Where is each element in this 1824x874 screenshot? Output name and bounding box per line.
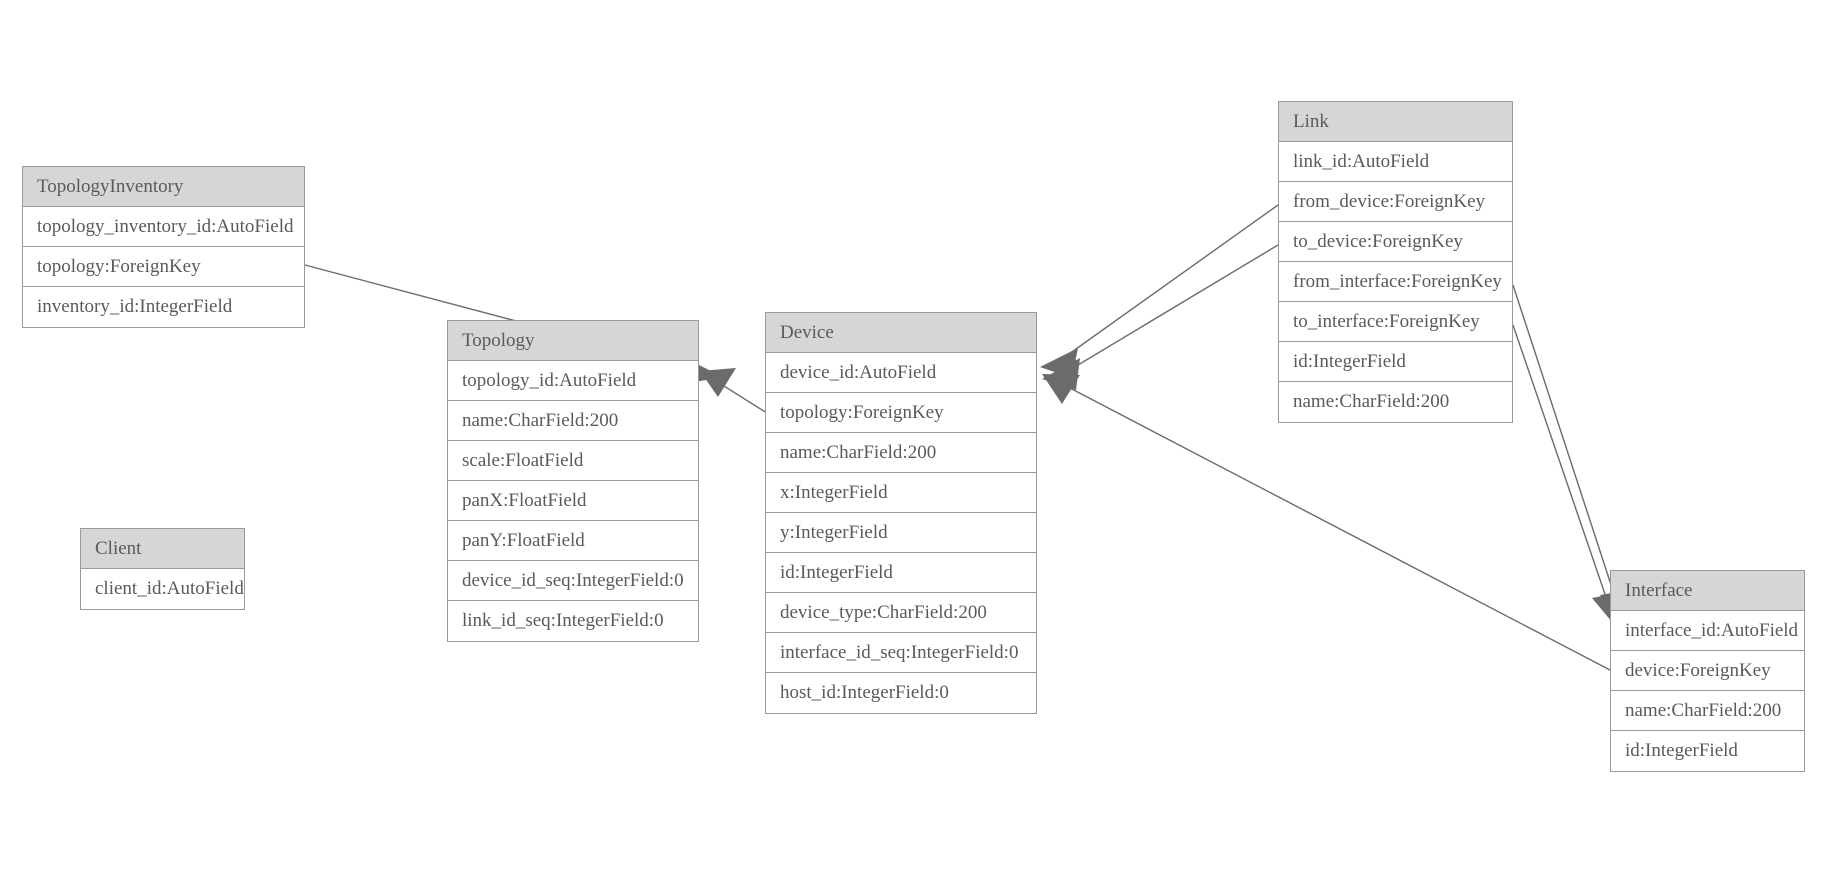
attribute-row[interactable]: topology_inventory_id:AutoField xyxy=(23,207,304,247)
attribute-row[interactable]: from_device:ForeignKey xyxy=(1279,182,1512,222)
attribute-row[interactable]: topology:ForeignKey xyxy=(766,393,1036,433)
attribute-row[interactable]: panY:FloatField xyxy=(448,521,698,561)
attribute-row[interactable]: scale:FloatField xyxy=(448,441,698,481)
attribute-list-topology: topology_id:AutoField name:CharField:200… xyxy=(448,361,698,641)
entity-title-device: Device xyxy=(766,313,1036,353)
attribute-row[interactable]: id:IntegerField xyxy=(1279,342,1512,382)
attribute-row[interactable]: device:ForeignKey xyxy=(1611,651,1804,691)
attribute-row[interactable]: device_id_seq:IntegerField:0 xyxy=(448,561,698,601)
edge-link-from_device-to-device xyxy=(1040,204,1279,378)
attribute-list-client: client_id:AutoField xyxy=(81,569,244,609)
attribute-row[interactable]: inventory_id:IntegerField xyxy=(37,296,233,317)
attribute-row[interactable]: panX:FloatField xyxy=(448,481,698,521)
entity-title-link: Link xyxy=(1279,102,1512,142)
edge-link-to_interface-to-interface xyxy=(1512,324,1622,628)
entity-interface[interactable]: Interface interface_id:AutoField device:… xyxy=(1610,570,1805,772)
attribute-row[interactable]: topology_id:AutoField xyxy=(448,361,698,401)
attribute-row[interactable]: interface_id:AutoField xyxy=(1611,611,1804,651)
edge-link-to_device-to-device xyxy=(1042,244,1279,390)
entity-topology-inventory[interactable]: TopologyInventory topology_inventory_id:… xyxy=(22,166,305,328)
attribute-row[interactable]: link_id_seq:IntegerField:0 xyxy=(462,610,664,631)
attribute-row[interactable]: x:IntegerField xyxy=(766,473,1036,513)
attribute-row[interactable]: id:IntegerField xyxy=(766,553,1036,593)
entity-title-interface: Interface xyxy=(1611,571,1804,611)
attribute-list-topology-inventory: topology_inventory_id:AutoField topology… xyxy=(23,207,304,327)
edge-device-to-topology xyxy=(700,368,771,416)
entity-client[interactable]: Client client_id:AutoField xyxy=(80,528,245,610)
attribute-row[interactable]: host_id:IntegerField:0 xyxy=(780,682,949,703)
attribute-row[interactable]: y:IntegerField xyxy=(766,513,1036,553)
attribute-row[interactable]: id:IntegerField xyxy=(1625,740,1738,761)
entity-title-topology: Topology xyxy=(448,321,698,361)
attribute-list-device: device_id:AutoField topology:ForeignKey … xyxy=(766,353,1036,713)
entity-link[interactable]: Link link_id:AutoField from_device:Forei… xyxy=(1278,101,1513,423)
attribute-row[interactable]: link_id:AutoField xyxy=(1279,142,1512,182)
attribute-row[interactable]: name:CharField:200 xyxy=(766,433,1036,473)
attribute-row[interactable]: from_interface:ForeignKey xyxy=(1279,262,1512,302)
attribute-row[interactable]: name:CharField:200 xyxy=(1611,691,1804,731)
entity-title-client: Client xyxy=(81,529,244,569)
attribute-row[interactable]: name:CharField:200 xyxy=(448,401,698,441)
attribute-row[interactable]: name:CharField:200 xyxy=(1293,391,1450,412)
attribute-list-interface: interface_id:AutoField device:ForeignKey… xyxy=(1611,611,1804,771)
attribute-row[interactable]: to_interface:ForeignKey xyxy=(1279,302,1512,342)
attribute-row[interactable]: device_id:AutoField xyxy=(766,353,1036,393)
attribute-row[interactable]: to_device:ForeignKey xyxy=(1279,222,1512,262)
entity-device[interactable]: Device device_id:AutoField topology:Fore… xyxy=(765,312,1037,714)
attribute-row[interactable]: client_id:AutoField xyxy=(95,578,244,599)
attribute-row[interactable]: device_type:CharField:200 xyxy=(766,593,1036,633)
entity-title-topology-inventory: TopologyInventory xyxy=(23,167,304,207)
attribute-row[interactable]: interface_id_seq:IntegerField:0 xyxy=(766,633,1036,673)
entity-topology[interactable]: Topology topology_id:AutoField name:Char… xyxy=(447,320,699,642)
attribute-row[interactable]: topology:ForeignKey xyxy=(23,247,304,287)
attribute-list-link: link_id:AutoField from_device:ForeignKey… xyxy=(1279,142,1512,422)
